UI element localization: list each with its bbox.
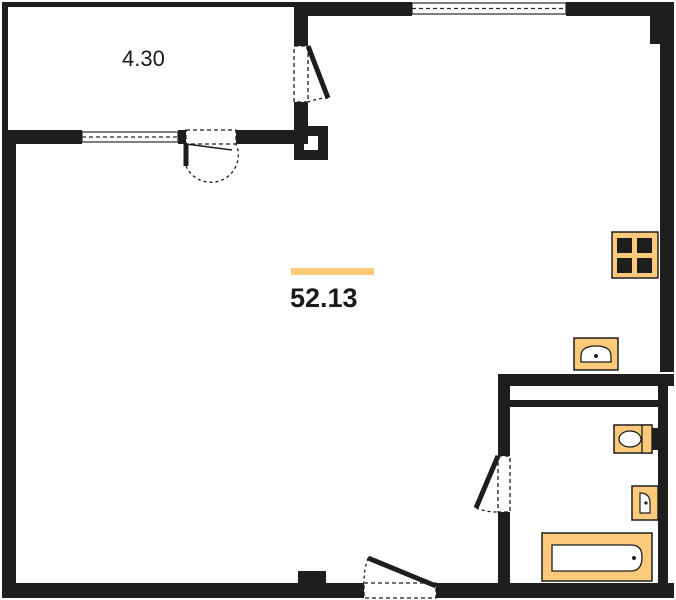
windows xyxy=(81,2,567,143)
bottom-wall-right xyxy=(436,583,674,598)
main-area-underline xyxy=(291,268,374,275)
main-room-area-label: 52.13 xyxy=(290,283,358,313)
stove-icon xyxy=(611,231,659,279)
balcony-divider-wall-left xyxy=(2,130,82,144)
bathroom-wall-top xyxy=(498,374,674,386)
right-wall xyxy=(660,2,674,372)
balcony-wall-top xyxy=(2,2,301,7)
kitchen-sink-icon xyxy=(573,337,619,371)
door-bathroom xyxy=(473,455,511,513)
door-balcony-side xyxy=(293,45,331,103)
balcony-divider-wall-mid xyxy=(178,130,186,144)
door-entrance xyxy=(363,555,437,599)
bathroom-wall-left-lower xyxy=(498,512,510,598)
top-wall-left xyxy=(294,2,412,16)
bathroom-sink-icon xyxy=(631,485,659,521)
bottom-column xyxy=(298,571,326,585)
right-wall-notch xyxy=(650,14,662,44)
column xyxy=(294,126,328,160)
window-top xyxy=(411,2,567,15)
toilet-icon xyxy=(613,424,653,454)
bathroom-wall-right xyxy=(658,374,668,598)
bathroom-wall-right-notch xyxy=(650,428,662,450)
bathtub-icon xyxy=(541,532,653,582)
fixtures xyxy=(541,231,659,582)
balcony-wall-left xyxy=(2,2,8,132)
window-balcony-divider xyxy=(81,131,179,143)
bathroom-wall-left-upper xyxy=(498,374,510,456)
doors xyxy=(183,45,511,599)
bottom-wall-left xyxy=(2,583,364,598)
bathroom-wall-top-thin xyxy=(498,400,666,407)
top-wall-right xyxy=(566,2,674,16)
balcony-divider-wall-right xyxy=(236,130,308,144)
left-wall xyxy=(2,130,16,598)
balcony-area-label: 4.30 xyxy=(122,46,165,71)
door-balcony-divider xyxy=(183,129,239,183)
